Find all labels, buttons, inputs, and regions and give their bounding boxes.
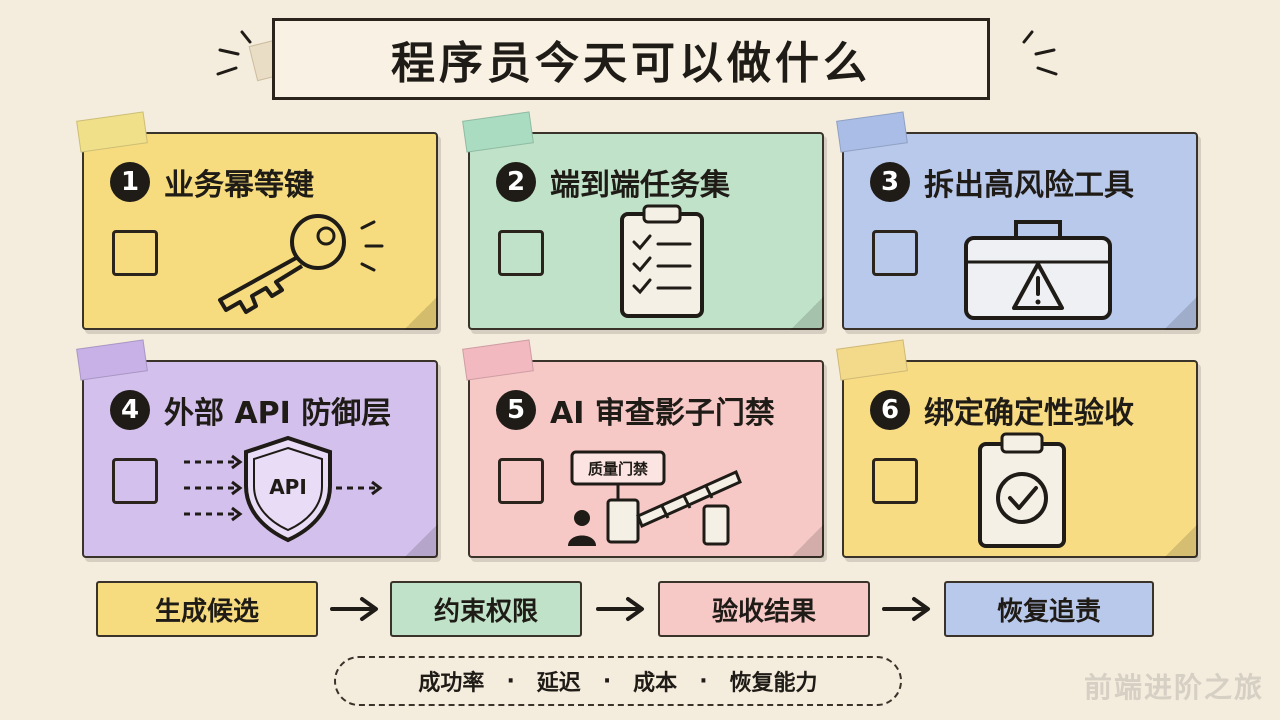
page-curl	[1164, 524, 1198, 558]
clipboard-check-icon	[978, 432, 1066, 548]
arrow-right-icon	[330, 597, 378, 621]
page-curl	[1164, 296, 1198, 330]
quality-gate-icon: 质量门禁	[568, 450, 742, 546]
key-icon	[218, 214, 384, 314]
flow-step-constrain-permissions: 约束权限	[390, 581, 582, 637]
card-tape	[76, 111, 148, 153]
api-shield-icon: API	[184, 435, 383, 543]
card-high-risk-tools: 3 拆出高风险工具	[836, 111, 1198, 330]
metric-separator: ·	[602, 668, 612, 694]
arrow-right-icon	[882, 597, 930, 621]
metric-separator: ·	[506, 668, 515, 694]
metric-success-rate: 成功率	[418, 671, 485, 696]
card-tape	[836, 339, 908, 381]
card-label: 拆出高风险工具	[924, 168, 1134, 203]
page-curl	[404, 296, 438, 330]
checkbox[interactable]	[498, 458, 544, 504]
left-emphasis-lines	[216, 30, 252, 76]
metric-latency: 延迟	[536, 671, 581, 696]
card-end-to-end-tasks: 2 端到端任务集	[462, 111, 824, 330]
gate-sign-text: 质量门禁	[588, 460, 648, 478]
right-emphasis-lines	[1022, 30, 1058, 76]
flow-step-generate-candidates: 生成候选	[96, 581, 318, 637]
metrics-pill: 成功率 · 延迟 · 成本 · 恢复能力	[334, 656, 902, 706]
card-idempotency-key: 1 业务幂等键	[76, 111, 438, 330]
clipboard-checklist-icon	[620, 204, 704, 318]
step-number: 1	[110, 162, 150, 202]
page-curl	[790, 296, 824, 330]
step-number: 4	[110, 390, 150, 430]
metric-separator: ·	[699, 668, 708, 694]
card-tape	[462, 339, 534, 381]
step-number: 6	[870, 390, 910, 430]
card-ai-shadow-gate: 5 AI 审查影子门禁 质量门禁	[462, 339, 824, 558]
card-label: AI 审查影子门禁	[550, 396, 775, 431]
card-label: 绑定确定性验收	[924, 396, 1134, 431]
card-label: 业务幂等键	[164, 168, 314, 203]
arrow-right-icon	[596, 597, 644, 621]
step-number: 2	[496, 162, 536, 202]
card-api-defense: 4 外部 API 防御层 API	[76, 339, 438, 558]
card-tape	[76, 339, 148, 381]
page-title: 程序员今天可以做什么	[272, 18, 990, 100]
card-label: 外部 API 防御层	[164, 396, 392, 431]
checkbox[interactable]	[112, 458, 158, 504]
page-curl	[404, 524, 438, 558]
card-deterministic-acceptance: 6 绑定确定性验收	[836, 339, 1198, 558]
card-label: 端到端任务集	[550, 168, 730, 203]
watermark: 前端进阶之旅	[1083, 671, 1264, 704]
checkbox[interactable]	[872, 458, 918, 504]
flow-step-recovery-accountability: 恢复追责	[944, 581, 1154, 637]
card-tape	[462, 111, 534, 153]
checkbox[interactable]	[872, 230, 918, 276]
metric-recovery: 恢复能力	[729, 671, 818, 696]
card-tape	[836, 111, 908, 153]
checkbox[interactable]	[498, 230, 544, 276]
toolbox-warning-icon	[964, 220, 1112, 320]
shield-text: API	[269, 475, 307, 499]
page-curl	[790, 524, 824, 558]
flow-step-acceptance: 验收结果	[658, 581, 870, 637]
metric-cost: 成本	[633, 671, 678, 696]
step-number: 3	[870, 162, 910, 202]
checkbox[interactable]	[112, 230, 158, 276]
step-number: 5	[496, 390, 536, 430]
